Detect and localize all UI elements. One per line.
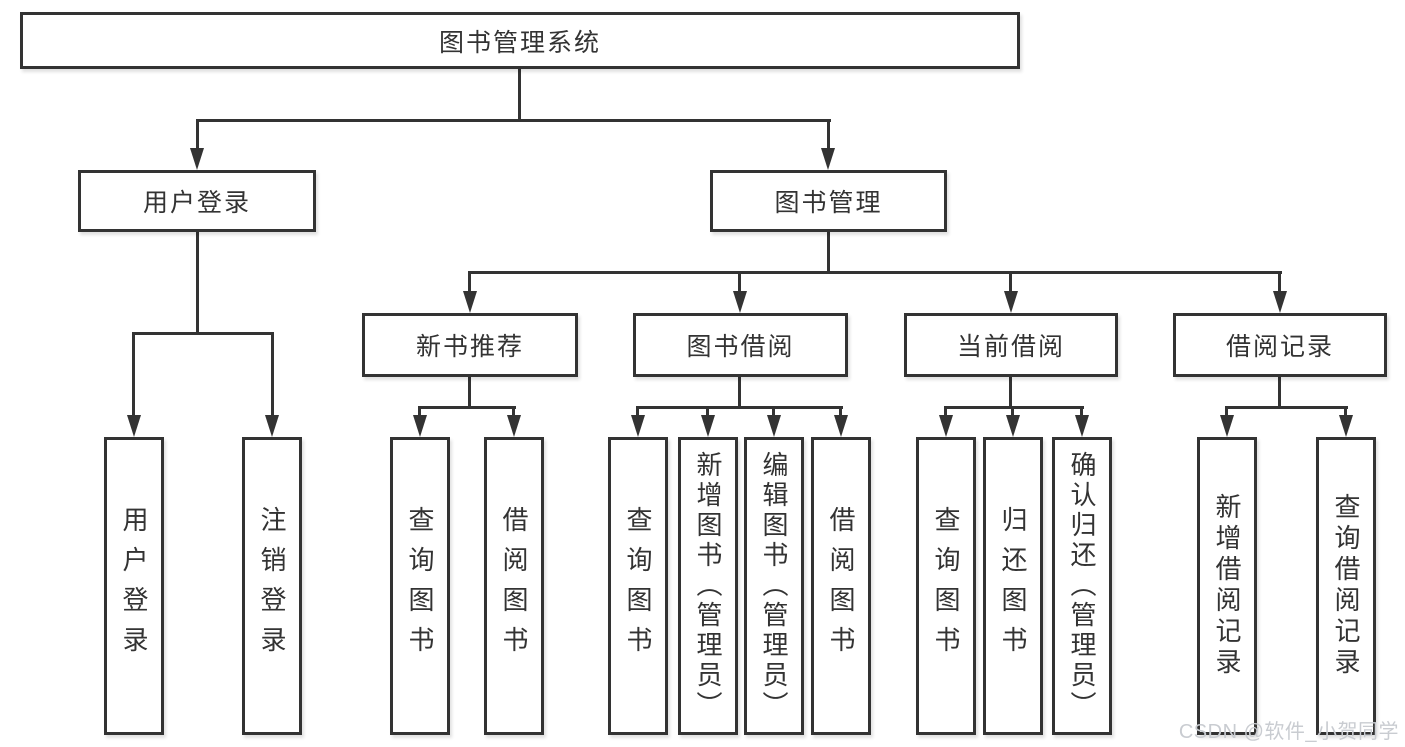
arrow-down-icon xyxy=(1004,291,1018,313)
node-book-management-system: 图书管理系统 xyxy=(20,12,1020,69)
connector-line xyxy=(418,406,421,418)
node-label: 用户登录 xyxy=(142,189,251,217)
leaf-confirm-return-admin: 确认归还（管理员） xyxy=(1052,437,1112,735)
connector-line xyxy=(1278,377,1281,408)
node-label: 图书借阅 xyxy=(686,333,795,361)
connector-line xyxy=(196,232,199,333)
leaf-add-book-admin: 新增图书（管理员） xyxy=(678,437,738,735)
connector-line xyxy=(1278,271,1281,293)
connector-line xyxy=(196,119,199,150)
node-label: 新书推荐 xyxy=(415,333,524,361)
leaf-borrow-books-borrow: 借阅图书 xyxy=(811,437,871,735)
connector-line xyxy=(1011,406,1014,418)
node-label: 当前借阅 xyxy=(956,333,1065,361)
arrow-down-icon xyxy=(767,415,781,437)
leaf-label: 归还图书 xyxy=(998,506,1028,666)
connector-line xyxy=(1009,377,1012,408)
connector-line xyxy=(468,271,1282,274)
csdn-watermark: CSDN @软件_小贺同学 xyxy=(1178,721,1399,743)
connector-line xyxy=(132,332,135,415)
arrow-down-icon xyxy=(1006,415,1020,437)
node-borrowing-records: 借阅记录 xyxy=(1173,313,1387,377)
leaf-query-books-current: 查询图书 xyxy=(916,437,976,735)
arrow-down-icon xyxy=(1273,291,1287,313)
connector-line xyxy=(738,377,741,408)
leaf-add-borrow-record: 新增借阅记录 xyxy=(1197,437,1257,735)
connector-line xyxy=(1009,271,1012,293)
connector-line xyxy=(944,406,1084,409)
leaf-return-book: 归还图书 xyxy=(983,437,1043,735)
leaf-label: 查询图书 xyxy=(405,506,435,666)
leaf-label: 查询图书 xyxy=(931,506,961,666)
node-book-management: 图书管理 xyxy=(710,170,947,232)
leaf-query-books-recommend: 查询图书 xyxy=(390,437,450,735)
arrow-down-icon xyxy=(701,415,715,437)
node-new-book-recommendation: 新书推荐 xyxy=(362,313,578,377)
arrow-down-icon xyxy=(821,148,835,170)
connector-line xyxy=(468,271,471,293)
leaf-label: 借阅图书 xyxy=(499,506,529,666)
leaf-logout: 注销登录 xyxy=(242,437,302,735)
connector-line xyxy=(839,406,842,418)
leaf-label: 确认归还（管理员） xyxy=(1067,451,1097,721)
node-user-login: 用户登录 xyxy=(78,170,316,232)
connector-line xyxy=(738,271,741,293)
leaf-label: 新增借阅记录 xyxy=(1212,493,1242,679)
leaf-label: 查询图书 xyxy=(623,506,653,666)
connector-line xyxy=(518,69,521,120)
connector-line xyxy=(512,406,515,418)
node-label: 图书管理 xyxy=(774,189,883,217)
connector-line xyxy=(1344,406,1347,418)
connector-line xyxy=(1225,406,1348,409)
arrow-down-icon xyxy=(1220,415,1234,437)
leaf-label: 编辑图书（管理员） xyxy=(759,451,789,721)
connector-line xyxy=(418,406,516,409)
connector-line xyxy=(468,377,471,408)
node-book-borrowing: 图书借阅 xyxy=(633,313,848,377)
connector-line xyxy=(772,406,775,418)
leaf-borrow-books-recommend: 借阅图书 xyxy=(484,437,544,735)
arrow-down-icon xyxy=(127,415,141,437)
leaf-label: 借阅图书 xyxy=(826,506,856,666)
connector-line xyxy=(827,119,830,150)
connector-line xyxy=(827,232,830,273)
leaf-label: 新增图书（管理员） xyxy=(693,451,723,721)
arrow-down-icon xyxy=(1075,415,1089,437)
arrow-down-icon xyxy=(939,415,953,437)
leaf-query-borrow-record: 查询借阅记录 xyxy=(1316,437,1376,735)
arrow-down-icon xyxy=(190,148,204,170)
arrow-down-icon xyxy=(507,415,521,437)
node-label: 图书管理系统 xyxy=(438,28,601,57)
arrow-down-icon xyxy=(413,415,427,437)
connector-line xyxy=(132,332,274,335)
arrow-down-icon xyxy=(265,415,279,437)
leaf-label: 注销登录 xyxy=(257,506,287,666)
leaf-query-books-borrow: 查询图书 xyxy=(608,437,668,735)
arrow-down-icon xyxy=(834,415,848,437)
connector-line xyxy=(636,406,843,409)
node-current-borrowing: 当前借阅 xyxy=(904,313,1118,377)
arrow-down-icon xyxy=(1339,415,1353,437)
connector-line xyxy=(944,406,947,418)
connector-line xyxy=(1080,406,1083,418)
connector-line xyxy=(1225,406,1228,418)
leaf-label: 查询借阅记录 xyxy=(1331,493,1361,679)
node-label: 借阅记录 xyxy=(1225,333,1334,361)
connector-line xyxy=(196,119,831,122)
connector-line xyxy=(636,406,639,418)
arrow-down-icon xyxy=(463,291,477,313)
leaf-label: 用户登录 xyxy=(119,506,149,666)
connector-line xyxy=(706,406,709,418)
arrow-down-icon xyxy=(733,291,747,313)
leaf-user-login: 用户登录 xyxy=(104,437,164,735)
leaf-edit-book-admin: 编辑图书（管理员） xyxy=(744,437,804,735)
arrow-down-icon xyxy=(631,415,645,437)
connector-line xyxy=(271,332,274,415)
